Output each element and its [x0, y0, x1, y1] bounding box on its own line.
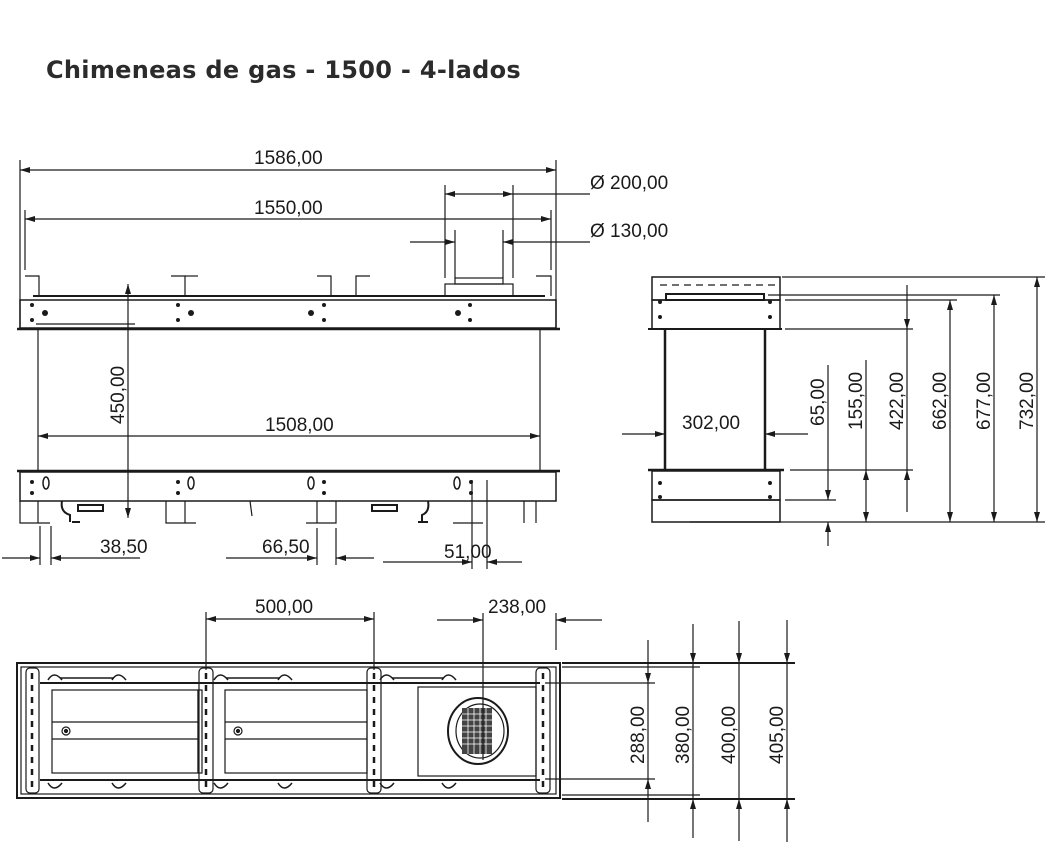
- dim-overall-width: 1586,00: [254, 148, 323, 169]
- dim-left-offset: 38,50: [100, 537, 148, 558]
- dim-module-spacing: 500,00: [255, 597, 313, 618]
- top-view: [16, 612, 795, 842]
- dim-glass-height: 450,00: [108, 366, 129, 424]
- dim-65: 65,00: [808, 378, 829, 426]
- dim-foot-width: 66,50: [262, 537, 310, 558]
- dim-400: 400,00: [719, 706, 740, 764]
- dimension-labels: 1586,00 1550,00 Ø 200,00 Ø 130,00 450,00…: [100, 148, 1038, 764]
- front-view: [2, 160, 590, 569]
- dim-380: 380,00: [673, 706, 694, 764]
- page-title: Chimeneas de gas - 1500 - 4-lados: [46, 56, 521, 84]
- dim-155: 155,00: [846, 372, 867, 430]
- dim-inner-width: 1550,00: [254, 198, 323, 219]
- side-view: [622, 276, 1045, 546]
- dim-flue-offset: 238,00: [488, 597, 546, 618]
- dim-677: 677,00: [974, 372, 995, 430]
- dim-flue-inner: Ø 130,00: [590, 221, 668, 242]
- dim-405: 405,00: [767, 706, 788, 764]
- dim-depth: 302,00: [682, 413, 740, 434]
- dim-glass-width: 1508,00: [265, 415, 334, 436]
- dim-288: 288,00: [628, 706, 649, 764]
- dim-732: 732,00: [1017, 372, 1038, 430]
- dim-422: 422,00: [887, 372, 908, 430]
- dim-right-offset: 51,00: [444, 542, 492, 563]
- dim-flue-outer: Ø 200,00: [590, 173, 668, 194]
- dim-662: 662,00: [930, 372, 951, 430]
